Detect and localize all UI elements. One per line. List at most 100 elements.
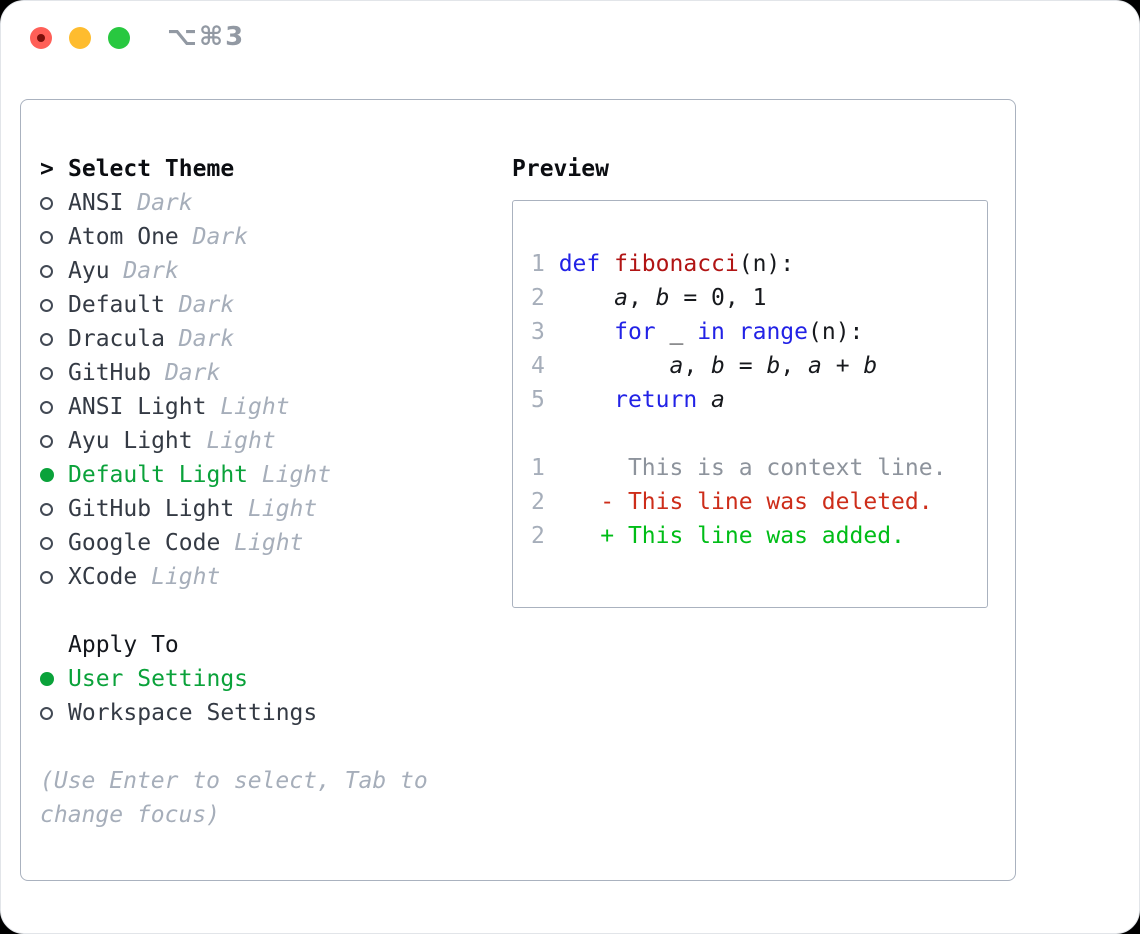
theme-name: Ayu Light: [68, 428, 193, 454]
theme-name: Dracula: [68, 326, 165, 352]
diff-text: - This line was deleted.: [558, 489, 933, 515]
theme-name: Default: [68, 292, 165, 318]
radio-selected-icon: [40, 468, 54, 482]
radio-icon: [40, 230, 53, 244]
close-dot-icon: [37, 34, 45, 42]
diff-text: This is a context line.: [558, 455, 947, 481]
theme-option-default-dark[interactable]: Default Dark: [40, 288, 428, 322]
preview-heading: Preview: [512, 156, 609, 182]
theme-name: Atom One: [68, 224, 179, 250]
theme-name: Google Code: [68, 530, 221, 556]
theme-variant: Dark: [123, 258, 179, 284]
theme-list-heading-row: > Select Theme: [40, 152, 428, 186]
radio-icon: [40, 502, 53, 516]
code-line: 3 for _ in range(n):: [531, 315, 987, 349]
help-text-row-2: change focus): [40, 798, 428, 832]
keyboard-shortcut-label: ⌥⌘3: [167, 22, 246, 52]
theme-variant: Light: [261, 462, 332, 488]
diff-context-line: 1 This is a context line.: [531, 451, 987, 485]
theme-option-ansi-light[interactable]: ANSI Light Light: [40, 390, 428, 424]
theme-option-ansi-dark[interactable]: ANSI Dark: [40, 186, 428, 220]
theme-name: GitHub Light: [68, 496, 235, 522]
theme-variant: Dark: [192, 224, 249, 250]
line-number: 2: [531, 285, 545, 311]
line-number: 2: [531, 489, 545, 515]
radio-icon: [40, 706, 53, 720]
theme-variant: Light: [206, 428, 276, 454]
diff-text: + This line was added.: [558, 523, 905, 549]
code-line: 2 a, b = 0, 1: [531, 281, 987, 315]
radio-icon: [40, 366, 53, 380]
theme-name: XCode: [68, 564, 138, 590]
theme-option-ayu-dark[interactable]: Ayu Dark: [40, 254, 428, 288]
theme-name: ANSI: [68, 190, 124, 216]
code-tokens: def fibonacci(n):: [558, 251, 795, 277]
radio-icon: [40, 196, 53, 210]
theme-option-xcode-light[interactable]: XCode Light: [40, 560, 428, 594]
line-number: 4: [531, 353, 545, 379]
radio-icon: [40, 434, 53, 448]
line-number: 1: [531, 251, 545, 277]
selection-caret: >: [40, 156, 54, 182]
theme-option-ayu-light[interactable]: Ayu Light Light: [40, 424, 428, 458]
apply-to-heading: Apply To: [68, 632, 179, 658]
theme-name: Default Light: [68, 462, 249, 488]
theme-option-google-code-light[interactable]: Google Code Light: [40, 526, 428, 560]
help-text: change focus): [40, 802, 221, 828]
theme-variant: Light: [234, 530, 304, 556]
blank-line: [531, 417, 987, 451]
code-line: 4 a, b = b, a + b: [531, 349, 987, 383]
radio-icon: [40, 298, 53, 312]
radio-icon: [40, 400, 53, 414]
theme-name: ANSI Light: [68, 394, 207, 420]
close-button[interactable]: [30, 27, 52, 49]
apply-option-workspace-settings[interactable]: Workspace Settings: [40, 696, 428, 730]
zoom-button[interactable]: [108, 27, 130, 49]
radio-icon: [40, 536, 53, 550]
theme-variant: Light: [151, 564, 221, 590]
theme-variant: Dark: [178, 326, 235, 352]
theme-name: Ayu: [68, 258, 110, 284]
spacer-row: [40, 730, 428, 764]
apply-option-label: Workspace Settings: [68, 700, 318, 726]
preview-column: Preview 1 def fibonacci(n): 2 a, b = 0, 1…: [512, 152, 988, 608]
theme-list-column: > Select Theme ANSI Dark Atom One Dark A…: [40, 152, 428, 832]
theme-variant: Dark: [178, 292, 235, 318]
code-tokens: return a: [614, 387, 725, 413]
theme-dialog: > Select Theme ANSI Dark Atom One Dark A…: [20, 99, 1016, 881]
help-text-row-1: (Use Enter to select, Tab to: [40, 764, 428, 798]
theme-list-heading: Select Theme: [68, 156, 235, 182]
line-number: 3: [531, 319, 545, 345]
theme-variant: Light: [220, 394, 290, 420]
radio-selected-icon: [40, 672, 54, 686]
code-line: 1 def fibonacci(n):: [531, 247, 987, 281]
line-number: 2: [531, 523, 545, 549]
theme-variant: Dark: [137, 190, 193, 216]
minimize-button[interactable]: [69, 27, 91, 49]
radio-icon: [40, 264, 53, 278]
theme-name: GitHub: [68, 360, 152, 386]
line-number: 1: [531, 455, 545, 481]
theme-option-atom-one-dark[interactable]: Atom One Dark: [40, 220, 428, 254]
theme-option-dracula-dark[interactable]: Dracula Dark: [40, 322, 428, 356]
apply-option-user-settings[interactable]: User Settings: [40, 662, 428, 696]
diff-added-line: 2 + This line was added.: [531, 519, 987, 553]
preview-pane: 1 def fibonacci(n): 2 a, b = 0, 1 3 for _…: [512, 200, 988, 608]
theme-option-github-light[interactable]: GitHub Light Light: [40, 492, 428, 526]
code-tokens: for _ in range(n):: [614, 319, 864, 345]
help-text: (Use Enter to select, Tab to: [40, 768, 428, 794]
diff-deleted-line: 2 - This line was deleted.: [531, 485, 987, 519]
theme-option-default-light[interactable]: Default Light Light: [40, 458, 428, 492]
code-tokens: a, b = 0, 1: [614, 285, 767, 311]
radio-icon: [40, 332, 53, 346]
theme-variant: Dark: [164, 360, 221, 386]
spacer-row: [40, 594, 428, 628]
window-controls: [30, 27, 130, 49]
theme-option-github-dark[interactable]: GitHub Dark: [40, 356, 428, 390]
theme-variant: Light: [248, 496, 318, 522]
line-number: 5: [531, 387, 545, 413]
code-line: 5 return a: [531, 383, 987, 417]
apply-to-heading-row: Apply To: [40, 628, 428, 662]
code-tokens: a, b = b, a + b: [669, 353, 878, 379]
